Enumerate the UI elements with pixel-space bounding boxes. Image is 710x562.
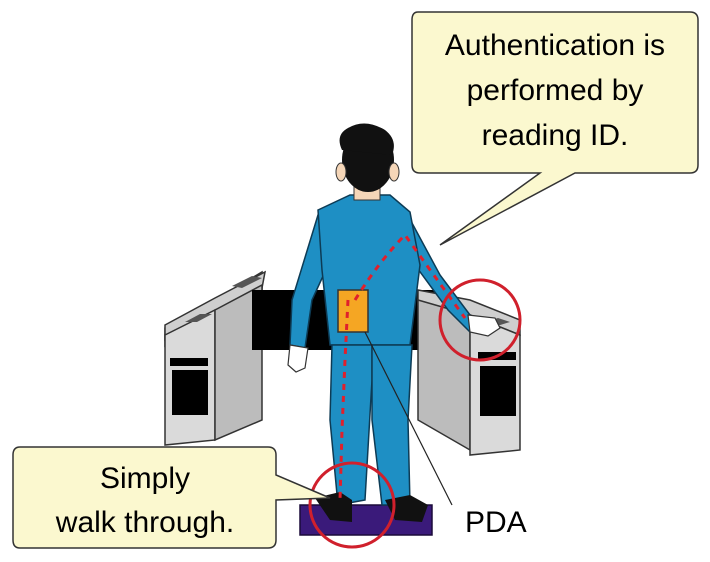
walk-line-1: Simply	[100, 462, 190, 495]
pda-label: PDA	[465, 506, 527, 539]
hand-reader-highlight	[438, 278, 522, 362]
pda-device	[337, 289, 369, 333]
signal-paths	[338, 232, 467, 501]
left-gate	[164, 270, 267, 446]
auth-line-2: performed by	[467, 74, 644, 107]
pda-leader-line	[364, 331, 453, 506]
walk-callout: Simply walk through.	[12, 446, 331, 549]
authentication-callout: Authentication is performed by reading I…	[411, 11, 699, 246]
auth-line-1: Authentication is	[445, 29, 665, 62]
auth-line-3: reading ID.	[482, 119, 629, 152]
floor-highlight	[308, 461, 396, 549]
walk-line-2: walk through.	[55, 506, 234, 539]
